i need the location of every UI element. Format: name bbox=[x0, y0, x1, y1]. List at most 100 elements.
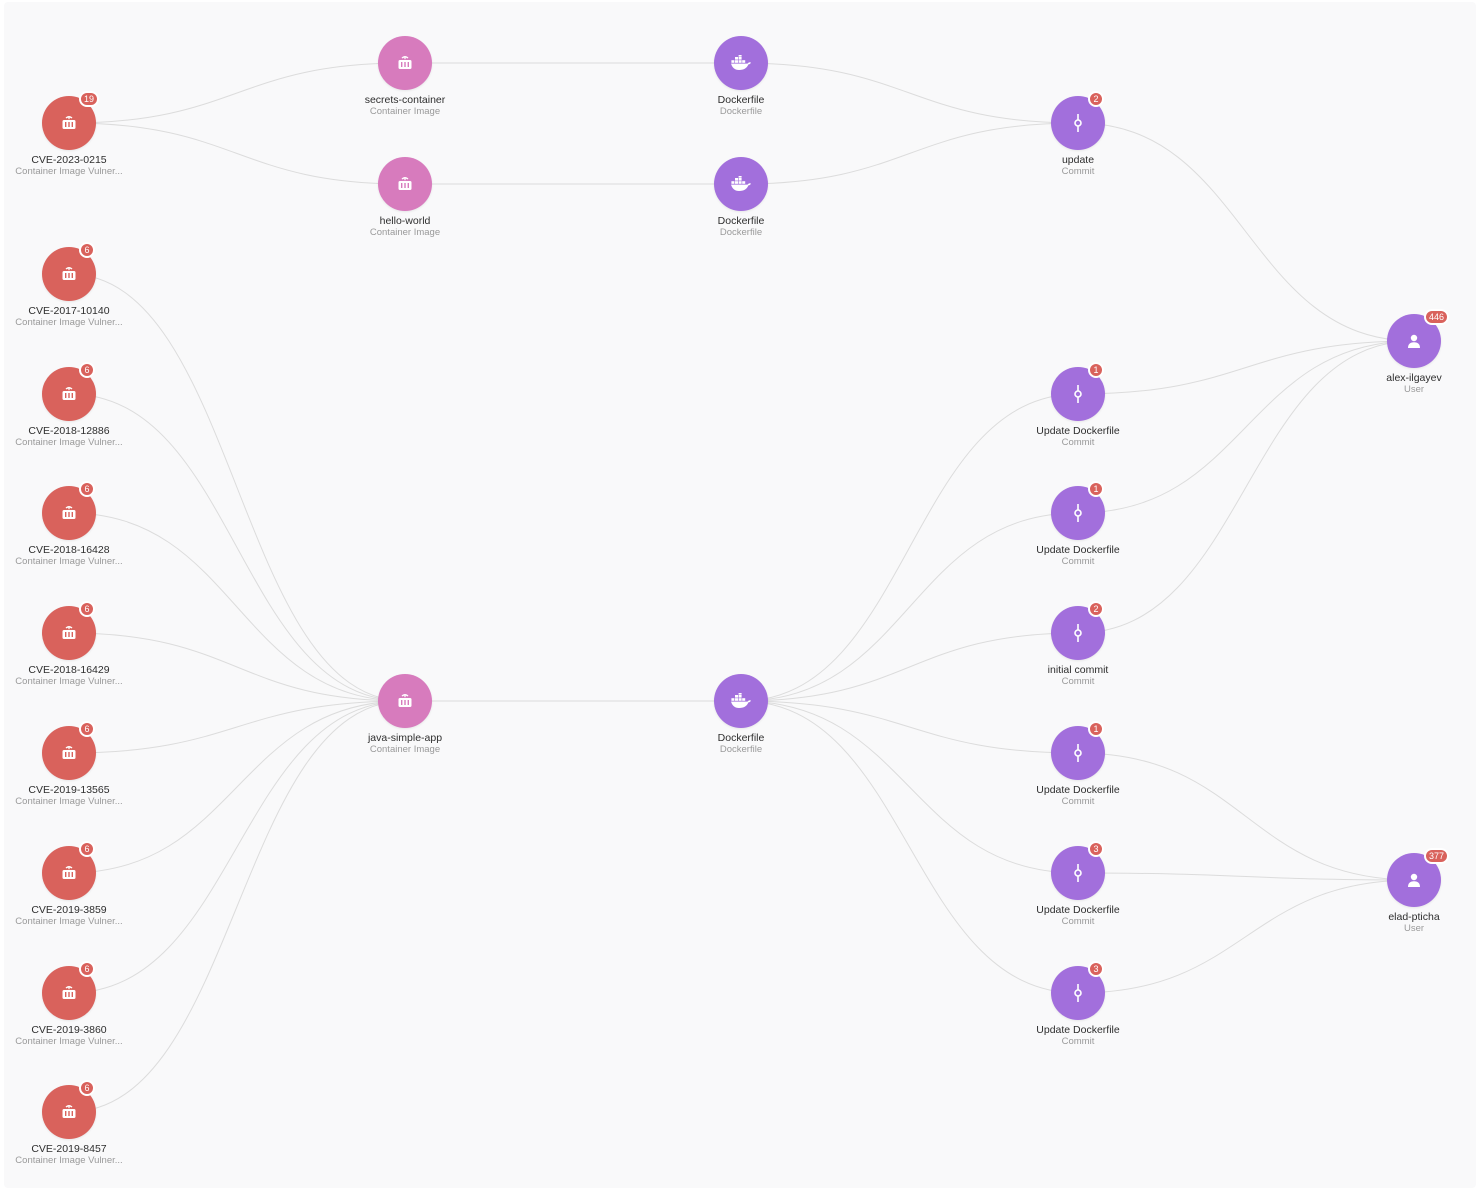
node-dockerfile-1[interactable]: Dockerfile Dockerfile bbox=[661, 36, 821, 117]
container-icon bbox=[61, 506, 77, 520]
node-cve-2018-12886[interactable]: 6 CVE-2018-12886 Container Image Vulner.… bbox=[0, 362, 149, 448]
node-circle[interactable]: 6 bbox=[42, 362, 96, 421]
node-circle[interactable]: 6 bbox=[42, 481, 96, 540]
node-circle[interactable] bbox=[714, 674, 768, 728]
node-commit-update[interactable]: 2 update Commit bbox=[998, 91, 1158, 177]
node-circle[interactable]: 3 bbox=[1051, 841, 1105, 900]
node-label: CVE-2019-3860 bbox=[31, 1024, 107, 1036]
node-cve-2023-0215[interactable]: 19 CVE-2023-0215 Container Image Vulner.… bbox=[0, 91, 149, 177]
node-type-label: Dockerfile bbox=[719, 227, 763, 238]
count-badge: 377 bbox=[1424, 848, 1450, 864]
node-type-label: Commit bbox=[1061, 1036, 1095, 1047]
node-label: secrets-container bbox=[364, 94, 446, 106]
count-badge: 6 bbox=[79, 961, 95, 977]
node-label: CVE-2019-13565 bbox=[28, 784, 110, 796]
node-type-label: Container Image bbox=[369, 106, 441, 117]
node-label: Update Dockerfile bbox=[1036, 784, 1120, 796]
node-type-label: Dockerfile bbox=[719, 744, 763, 755]
node-circle[interactable]: 6 bbox=[42, 961, 96, 1020]
commit-icon bbox=[1072, 503, 1084, 523]
node-commit-update-dockerfile-3[interactable]: 1 Update Dockerfile Commit bbox=[998, 721, 1158, 807]
container-icon bbox=[397, 694, 413, 708]
node-hello-world[interactable]: hello-world Container Image bbox=[325, 157, 485, 238]
node-circle[interactable] bbox=[714, 36, 768, 90]
count-badge: 6 bbox=[79, 362, 95, 378]
node-circle[interactable] bbox=[378, 157, 432, 211]
node-type-label: Container Image Vulner... bbox=[15, 676, 123, 687]
node-dockerfile-2[interactable]: Dockerfile Dockerfile bbox=[661, 157, 821, 238]
node-secrets-container[interactable]: secrets-container Container Image bbox=[325, 36, 485, 117]
node-label: initial commit bbox=[1047, 664, 1109, 676]
container-icon bbox=[61, 986, 77, 1000]
node-type-label: Container Image Vulner... bbox=[15, 556, 123, 567]
user-icon bbox=[1407, 873, 1421, 887]
node-commit-update-dockerfile-5[interactable]: 3 Update Dockerfile Commit bbox=[998, 961, 1158, 1047]
node-circle[interactable]: 2 bbox=[1051, 91, 1105, 150]
node-circle[interactable] bbox=[714, 157, 768, 211]
node-cve-2019-13565[interactable]: 6 CVE-2019-13565 Container Image Vulner.… bbox=[0, 721, 149, 807]
count-badge: 6 bbox=[79, 841, 95, 857]
node-cve-2018-16429[interactable]: 6 CVE-2018-16429 Container Image Vulner.… bbox=[0, 601, 149, 687]
node-commit-update-dockerfile-1[interactable]: 1 Update Dockerfile Commit bbox=[998, 362, 1158, 448]
node-label: Update Dockerfile bbox=[1036, 425, 1120, 437]
node-label: update bbox=[1061, 154, 1095, 166]
node-label: CVE-2019-8457 bbox=[31, 1143, 107, 1155]
container-icon bbox=[61, 626, 77, 640]
node-circle[interactable]: 6 bbox=[42, 721, 96, 780]
node-label: Dockerfile bbox=[717, 732, 765, 744]
node-label: Dockerfile bbox=[717, 215, 765, 227]
node-circle[interactable]: 6 bbox=[42, 242, 96, 301]
container-icon bbox=[397, 56, 413, 70]
node-label: Update Dockerfile bbox=[1036, 1024, 1120, 1036]
node-label: java-simple-app bbox=[367, 732, 443, 744]
count-badge: 1 bbox=[1088, 721, 1104, 737]
node-circle[interactable]: 377 bbox=[1387, 848, 1450, 907]
node-commit-update-dockerfile-4[interactable]: 3 Update Dockerfile Commit bbox=[998, 841, 1158, 927]
node-circle[interactable]: 1 bbox=[1051, 481, 1105, 540]
node-type-label: User bbox=[1403, 923, 1425, 934]
node-label: Update Dockerfile bbox=[1036, 544, 1120, 556]
node-dockerfile-3[interactable]: Dockerfile Dockerfile bbox=[661, 674, 821, 755]
docker-icon bbox=[730, 55, 752, 71]
node-circle[interactable]: 2 bbox=[1051, 601, 1105, 660]
node-circle[interactable]: 446 bbox=[1387, 309, 1450, 368]
node-circle[interactable]: 1 bbox=[1051, 362, 1105, 421]
node-circle[interactable]: 6 bbox=[42, 1080, 96, 1139]
node-cve-2018-16428[interactable]: 6 CVE-2018-16428 Container Image Vulner.… bbox=[0, 481, 149, 567]
node-label: CVE-2018-16428 bbox=[28, 544, 110, 556]
node-type-label: Commit bbox=[1061, 556, 1095, 567]
node-type-label: Container Image Vulner... bbox=[15, 317, 123, 328]
node-java-simple-app[interactable]: java-simple-app Container Image bbox=[325, 674, 485, 755]
node-cve-2019-3859[interactable]: 6 CVE-2019-3859 Container Image Vulner..… bbox=[0, 841, 149, 927]
node-cve-2019-8457[interactable]: 6 CVE-2019-8457 Container Image Vulner..… bbox=[0, 1080, 149, 1166]
node-type-label: Commit bbox=[1061, 676, 1095, 687]
node-user-elad-pticha[interactable]: 377 elad-pticha User bbox=[1334, 848, 1480, 934]
node-commit-initial-commit[interactable]: 2 initial commit Commit bbox=[998, 601, 1158, 687]
node-type-label: Container Image Vulner... bbox=[15, 437, 123, 448]
node-circle[interactable] bbox=[378, 674, 432, 728]
count-badge: 2 bbox=[1088, 601, 1104, 617]
node-label: CVE-2019-3859 bbox=[31, 904, 107, 916]
node-commit-update-dockerfile-2[interactable]: 1 Update Dockerfile Commit bbox=[998, 481, 1158, 567]
count-badge: 1 bbox=[1088, 362, 1104, 378]
count-badge: 6 bbox=[79, 601, 95, 617]
node-type-label: Container Image bbox=[369, 227, 441, 238]
node-circle[interactable]: 19 bbox=[42, 91, 100, 150]
node-type-label: Commit bbox=[1061, 437, 1095, 448]
node-cve-2019-3860[interactable]: 6 CVE-2019-3860 Container Image Vulner..… bbox=[0, 961, 149, 1047]
node-label: Dockerfile bbox=[717, 94, 765, 106]
node-circle[interactable]: 1 bbox=[1051, 721, 1105, 780]
commit-icon bbox=[1072, 743, 1084, 763]
node-circle[interactable]: 6 bbox=[42, 841, 96, 900]
count-badge: 6 bbox=[79, 481, 95, 497]
node-user-alex-ilgayev[interactable]: 446 alex-ilgayev User bbox=[1334, 309, 1480, 395]
node-type-label: Commit bbox=[1061, 796, 1095, 807]
node-type-label: Container Image Vulner... bbox=[15, 916, 123, 927]
count-badge: 3 bbox=[1088, 841, 1104, 857]
node-circle[interactable] bbox=[378, 36, 432, 90]
node-circle[interactable]: 6 bbox=[42, 601, 96, 660]
node-cve-2017-10140[interactable]: 6 CVE-2017-10140 Container Image Vulner.… bbox=[0, 242, 149, 328]
node-type-label: User bbox=[1403, 384, 1425, 395]
node-circle[interactable]: 3 bbox=[1051, 961, 1105, 1020]
docker-icon bbox=[730, 693, 752, 709]
